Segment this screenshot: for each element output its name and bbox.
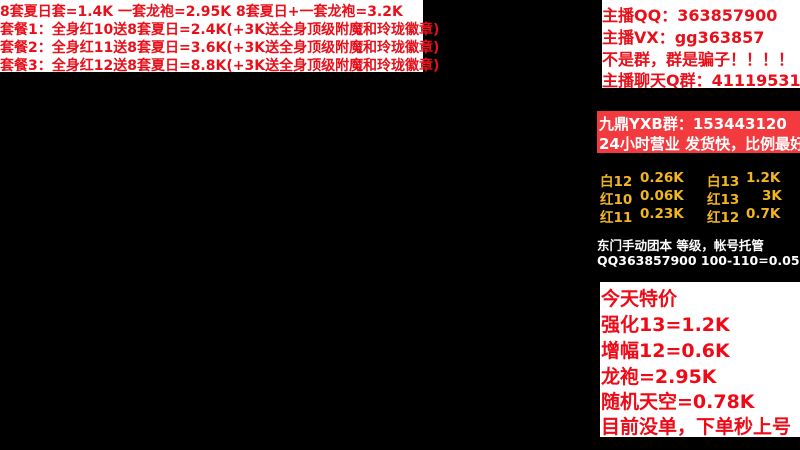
promo-line: 套餐2：全身红11送8套夏日=3.6K(+3K送全身顶级附魔和玲珑徽章) xyxy=(0,40,440,56)
special-offer-panel: 今天特价 强化13=1.2K 增幅12=0.6K 龙袍=2.95K 随机天空=0… xyxy=(600,282,800,438)
special-line: 龙袍=2.95K xyxy=(601,366,717,388)
price-value: 3K xyxy=(762,188,782,204)
price-table: 白12 0.26K 红10 0.06K 红11 0.23K 白13 1.2K 红… xyxy=(600,168,800,226)
promo-line: 套餐1：全身红10送8套夏日=2.4K(+3K送全身顶级附魔和玲珑徽章) xyxy=(0,22,440,38)
price-value: 0.26K xyxy=(640,170,684,186)
service-line: 东门手动团本 等级，帐号托管 xyxy=(597,238,764,253)
special-line: 目前没单，下单秒上号 xyxy=(601,416,792,438)
contact-line: 主播QQ：363857900 xyxy=(602,6,778,25)
contact-line: 主播聊天Q群：41119531 xyxy=(602,71,800,90)
price-item: 红10 xyxy=(600,192,633,208)
contact-line: 不是群，群是骗子！！！！ xyxy=(602,50,795,69)
group-banner: 九鼎YXB群：153443120 24小时营业 发货快，比例最好 xyxy=(597,111,800,153)
price-item: 红12 xyxy=(707,210,740,226)
price-value: 0.7K xyxy=(746,206,781,222)
service-line: QQ363857900 100-110=0.05K xyxy=(597,253,800,268)
special-title: 今天特价 xyxy=(601,288,678,310)
group-line: 九鼎YXB群：153443120 xyxy=(599,115,787,133)
special-line: 强化13=1.2K xyxy=(601,314,730,336)
promo-line: 8套夏日套=1.4K 一套龙袍=2.95K 8套夏日+一套龙袍=3.2K xyxy=(0,4,403,20)
price-item: 白13 xyxy=(707,174,740,190)
price-item: 红13 xyxy=(707,192,740,208)
price-value: 1.2K xyxy=(746,170,781,186)
special-line: 随机天空=0.78K xyxy=(601,391,755,413)
contact-panel: 主播QQ：363857900 主播VX：gg363857 不是群，群是骗子！！！… xyxy=(602,0,800,90)
group-line: 24小时营业 发货快，比例最好 xyxy=(599,135,800,153)
promo-line: 套餐3：全身红12送8套夏日=8.8K(+3K送全身顶级附魔和玲珑徽章) xyxy=(0,58,440,74)
contact-line: 主播VX：gg363857 xyxy=(602,28,765,47)
price-value: 0.06K xyxy=(640,188,684,204)
special-line: 增幅12=0.6K xyxy=(601,340,730,362)
promo-panel: 8套夏日套=1.4K 一套龙袍=2.95K 8套夏日+一套龙袍=3.2K 套餐1… xyxy=(0,0,439,74)
price-value: 0.23K xyxy=(640,206,684,222)
price-item: 白12 xyxy=(600,174,633,190)
price-item: 红11 xyxy=(600,210,633,226)
